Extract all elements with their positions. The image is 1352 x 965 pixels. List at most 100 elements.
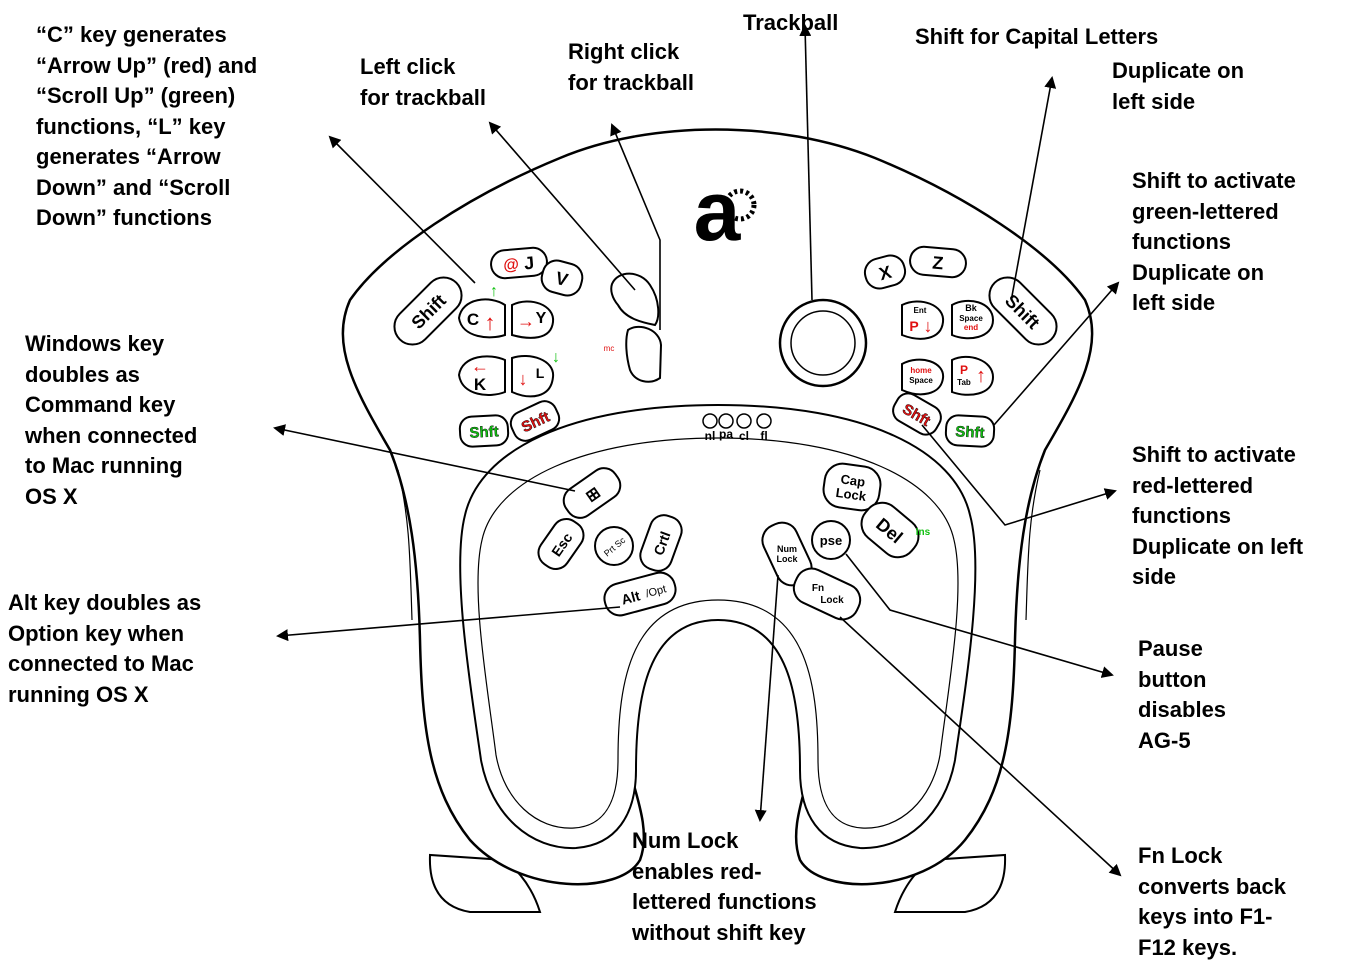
alt-opt-key[interactable]: Alt /Opt <box>601 569 679 619</box>
duplicate-left-callout: Duplicate on left side <box>1112 58 1245 114</box>
arrow-shift-capital <box>1011 76 1057 297</box>
arrow-c-key <box>328 135 476 284</box>
svg-text:Y: Y <box>536 310 547 327</box>
svg-text:L: L <box>536 365 545 381</box>
svg-text:J: J <box>523 253 535 274</box>
inner-arch <box>459 403 977 850</box>
svg-text:pse: pse <box>820 533 842 548</box>
svg-text:←: ← <box>471 356 489 376</box>
arrow-alt <box>276 606 621 642</box>
fn-lock-key[interactable] <box>789 563 866 624</box>
c-key[interactable]: C ↑ ↑ <box>457 283 506 339</box>
windows-key[interactable]: ⊞ <box>558 463 626 524</box>
arrow-fn-lock <box>839 616 1122 877</box>
fn-lock-callout: Fn Lock converts back keys into F1- F12 … <box>1138 843 1286 960</box>
right-click-button[interactable] <box>625 325 663 383</box>
svg-text:K: K <box>474 375 487 394</box>
left-shft-red-key[interactable]: Shft <box>507 397 563 444</box>
caps-lock-key[interactable]: CapLock <box>821 461 883 512</box>
l-key[interactable]: ↓ L ↓ <box>511 349 560 398</box>
logo: a <box>694 164 742 258</box>
v-key[interactable]: V <box>539 257 586 298</box>
c-key-callout: “C” key generates “Arrow Up” (red) and “… <box>36 22 258 230</box>
svg-text:Space: Space <box>959 314 983 323</box>
right-click-callout: Right click for trackball <box>568 39 694 95</box>
left-click-callout: Left click for trackball <box>360 54 486 110</box>
mc-label: mc <box>604 344 615 353</box>
svg-text:↑: ↑ <box>976 365 986 387</box>
trackball-callout: Trackball <box>743 10 839 35</box>
svg-text:home: home <box>910 366 932 375</box>
callout-arrows <box>273 24 1122 877</box>
arrow-shift-green <box>993 281 1120 426</box>
arrow-right-click <box>610 123 661 330</box>
svg-text:P: P <box>960 363 968 377</box>
l-green-arrow: ↓ <box>552 349 560 366</box>
indicator-label: pa <box>719 427 733 441</box>
inner-groove <box>477 437 959 829</box>
svg-text:Tab: Tab <box>957 378 971 387</box>
pause-key[interactable]: pse <box>811 520 851 560</box>
indicator-label: cl <box>739 429 749 443</box>
space-key[interactable]: home Space <box>901 358 945 396</box>
ins-label: Ins <box>916 527 931 538</box>
svg-text:↓: ↓ <box>924 316 933 336</box>
indicator-label: fl <box>760 429 767 443</box>
x-key[interactable]: X <box>862 252 908 291</box>
arrow-trackball <box>799 24 813 301</box>
alt-key-callout: Alt key doubles as Option key when conne… <box>8 590 202 707</box>
svg-text:↑: ↑ <box>485 310 496 335</box>
esc-key[interactable]: Esc <box>533 514 589 575</box>
svg-text:Bk: Bk <box>965 303 977 313</box>
svg-text:X: X <box>877 262 894 284</box>
shift-green-callout: Shift to activate green-lettered functio… <box>1132 168 1296 315</box>
shift-capital-callout: Shift for Capital Letters <box>915 24 1159 49</box>
num-lock-callout: Num Lock enables red- lettered functions… <box>632 828 817 945</box>
arrow-windows <box>273 424 576 492</box>
c-green-arrow: ↑ <box>490 283 498 300</box>
delete-key[interactable]: Del <box>854 495 926 564</box>
right-shft-red-key[interactable]: Shft <box>889 389 946 439</box>
svg-text:Shft: Shft <box>469 423 499 442</box>
svg-text:end: end <box>964 323 978 332</box>
arrow-shift-red <box>921 424 1117 526</box>
right-shft-green-key[interactable]: Shft <box>944 414 996 448</box>
arrow-left-click <box>488 121 636 291</box>
z-key[interactable]: Z <box>909 245 967 279</box>
print-screen-key[interactable]: Prt Sc <box>594 526 634 566</box>
svg-text:Z: Z <box>932 253 945 274</box>
svg-text:→: → <box>517 311 535 331</box>
windows-key-callout: Windows key doubles as Command key when … <box>25 331 198 509</box>
svg-text:V: V <box>553 268 570 290</box>
arrow-num-lock <box>754 574 779 822</box>
svg-text:@: @ <box>503 256 520 274</box>
svg-text:P: P <box>909 318 918 334</box>
arrow-pause <box>845 553 1114 678</box>
indicator-label: nl <box>705 429 716 443</box>
shift-red-callout: Shift to activate red-lettered functions… <box>1132 442 1304 589</box>
k-key[interactable]: ← K <box>457 355 506 396</box>
indicator-lights: nl pa cl fl <box>702 413 772 443</box>
backspace-key[interactable]: Bk Space end <box>951 300 995 340</box>
svg-text:C: C <box>467 310 479 329</box>
svg-text:Ent: Ent <box>914 306 927 315</box>
left-shft-green-key[interactable]: Shft <box>458 414 510 448</box>
tab-p-key[interactable]: P Tab ↑ <box>951 355 995 396</box>
svg-text:Crtl: Crtl <box>650 529 673 557</box>
j-key[interactable]: @ J <box>490 246 548 280</box>
caps-lock-label: CapLock <box>835 471 870 504</box>
svg-text:Space: Space <box>909 376 933 385</box>
ctrl-key[interactable]: Crtl <box>636 511 685 575</box>
svg-text:Shft: Shft <box>955 423 985 442</box>
left-click-button[interactable] <box>610 272 660 327</box>
svg-text:Alt: Alt <box>620 587 642 607</box>
y-key[interactable]: → Y <box>511 300 555 339</box>
svg-text:↓: ↓ <box>519 369 528 389</box>
pause-callout: Pause button disables AG-5 <box>1138 636 1227 753</box>
ent-p-key[interactable]: Ent P ↓ <box>901 300 945 340</box>
svg-text:/Opt: /Opt <box>644 583 667 600</box>
